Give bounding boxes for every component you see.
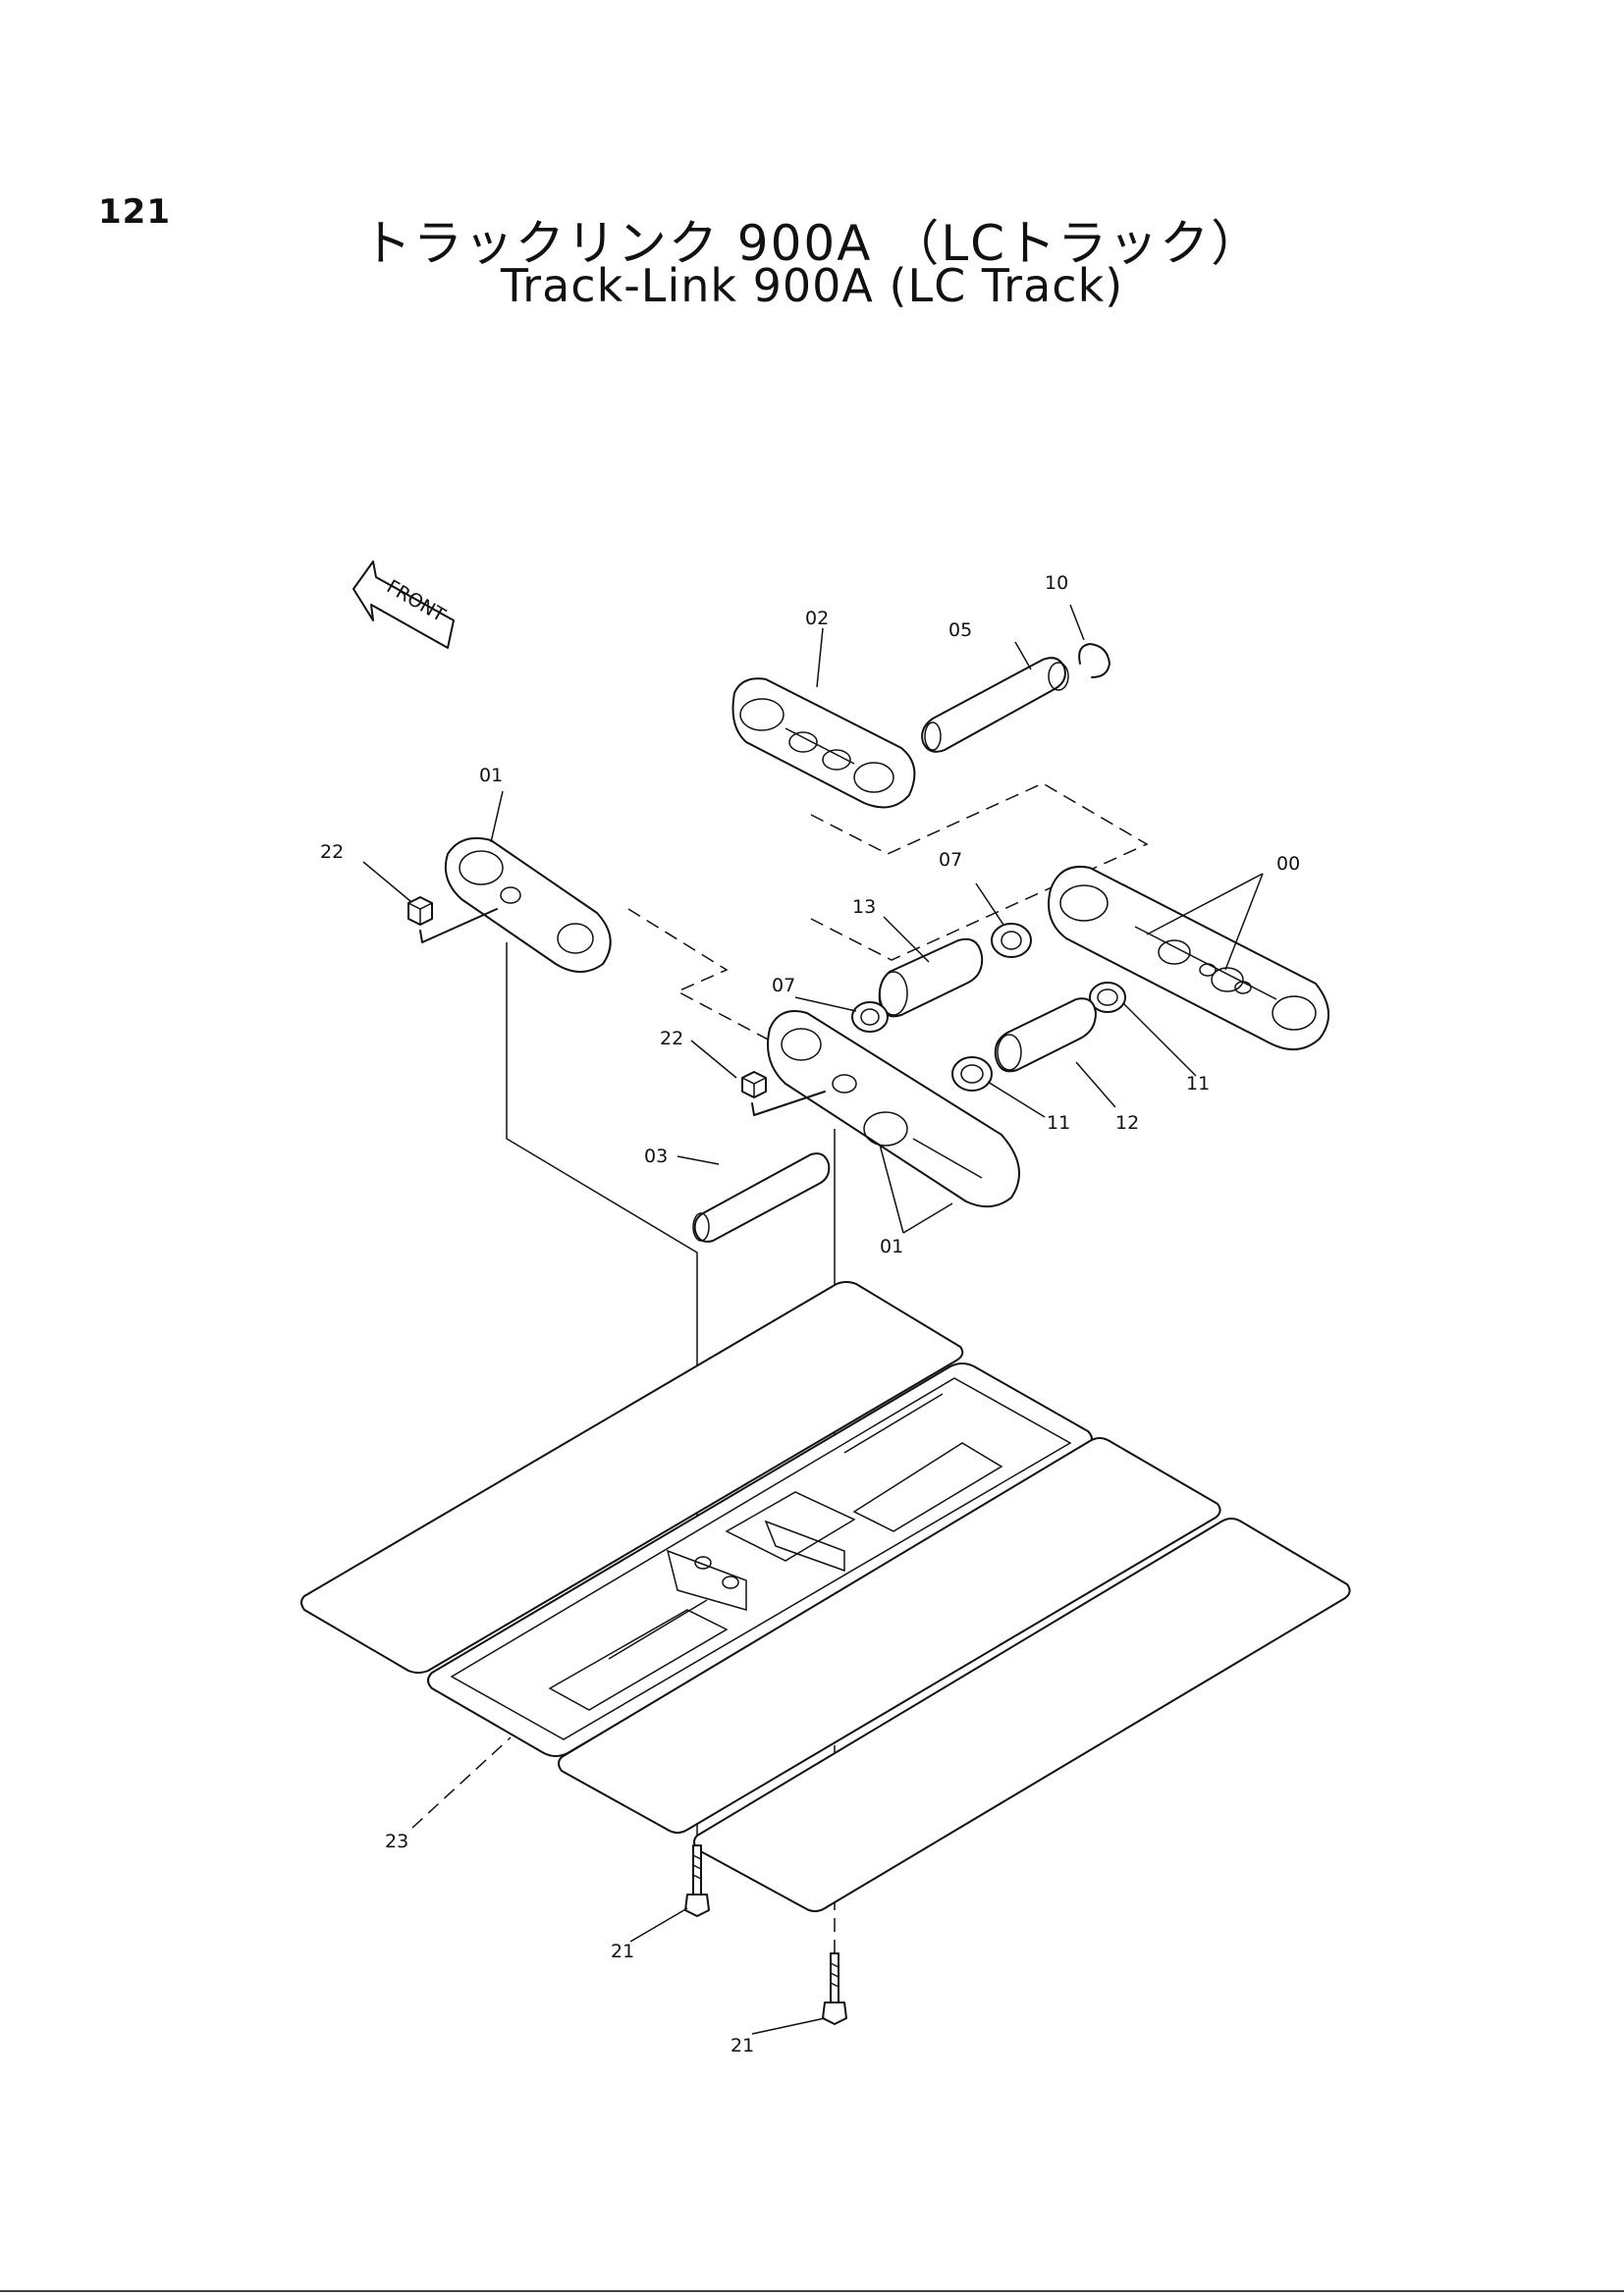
- callout-01-middle: 01: [880, 1236, 903, 1257]
- callout-11-right: 11: [1186, 1073, 1210, 1095]
- callout-01-upper: 01: [479, 765, 503, 786]
- callout-21-left: 21: [611, 1941, 634, 1962]
- callout-22-upper: 22: [320, 841, 344, 863]
- callout-07-upper: 07: [939, 849, 962, 871]
- track-link-01-upper: [444, 836, 612, 973]
- callout-21-right: 21: [731, 2035, 754, 2056]
- bolt-21-right: [822, 1952, 847, 2025]
- title-japanese: トラックリンク 900A （LCトラック）: [361, 215, 1263, 272]
- callout-00: 00: [1276, 853, 1300, 875]
- track-link-02: [731, 677, 916, 809]
- nut-22-upper: [407, 896, 433, 926]
- callout-05: 05: [948, 619, 972, 641]
- bushing-13: [878, 937, 984, 1018]
- callout-12: 12: [1115, 1112, 1139, 1134]
- seal-07-upper: [991, 923, 1032, 958]
- callout-22-middle: 22: [660, 1028, 683, 1049]
- callout-02: 02: [805, 608, 829, 629]
- spacer-12: [994, 997, 1097, 1073]
- footer-rule: [0, 2290, 1624, 2292]
- title-english: Track-Link 900A (LC Track): [500, 259, 1124, 312]
- callout-13: 13: [852, 896, 876, 918]
- seal-11-right: [1089, 982, 1126, 1013]
- seal-07-lower: [851, 1001, 889, 1033]
- callout-23: 23: [385, 1831, 408, 1852]
- front-label: FRONT: [383, 576, 450, 627]
- callout-10: 10: [1045, 572, 1068, 594]
- track-pin-05: [921, 657, 1069, 753]
- retainer-ring-10: [1078, 643, 1110, 678]
- track-shoe-far: [300, 1281, 964, 1674]
- callout-03: 03: [644, 1146, 668, 1167]
- track-shoe-near: [558, 1437, 1221, 1834]
- page-number: 121: [98, 192, 171, 232]
- track-link-01-middle: [767, 1010, 1020, 1208]
- nut-22-middle: [741, 1071, 767, 1098]
- bolt-21-left: [684, 1844, 710, 1917]
- front-arrow-icon: FRONT: [352, 561, 455, 649]
- callout-11-left: 11: [1047, 1112, 1070, 1134]
- seal-11-left: [951, 1056, 993, 1092]
- track-link-00: [1048, 866, 1330, 1050]
- callout-07-lower: 07: [772, 975, 795, 996]
- pin-03: [692, 1152, 831, 1243]
